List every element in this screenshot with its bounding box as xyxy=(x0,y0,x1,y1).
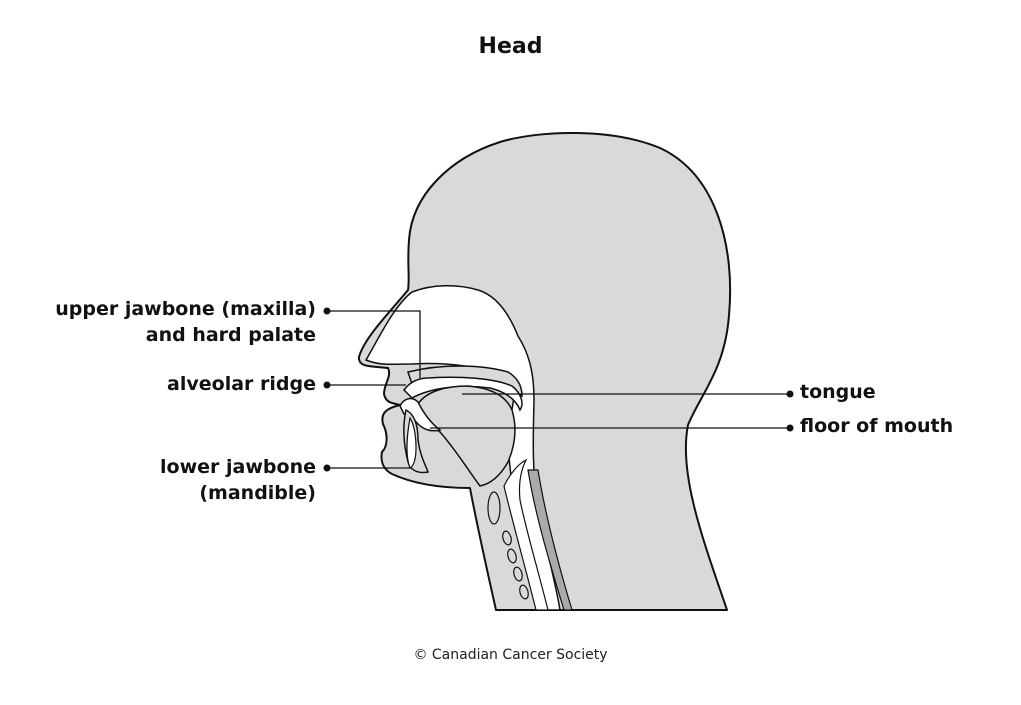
label-line: and hard palate xyxy=(145,324,316,346)
vertebra xyxy=(502,530,512,546)
copyright-credit: © Canadian Cancer Society xyxy=(413,647,608,663)
label-alveolar-ridge: alveolar ridge xyxy=(167,373,316,395)
label-tongue: tongue xyxy=(800,381,876,403)
leader-dots xyxy=(323,307,794,472)
vertebra xyxy=(519,584,529,600)
label-line: lower jawbone xyxy=(160,456,316,478)
diagram-title: Head xyxy=(478,34,543,59)
airway xyxy=(503,458,549,611)
leader-dot xyxy=(786,424,794,432)
vertebra xyxy=(487,491,501,525)
head-silhouette xyxy=(358,131,732,611)
label-lower-jawbone: lower jawbone (mandible) xyxy=(160,454,316,506)
leader-dot xyxy=(786,390,794,398)
leader-dot xyxy=(323,464,331,472)
label-floor-of-mouth: floor of mouth xyxy=(800,415,954,437)
vertebra xyxy=(513,566,523,582)
vertebra xyxy=(507,548,517,564)
leader-upper-jawbone xyxy=(327,310,421,378)
leader-dot xyxy=(323,307,331,315)
spinal-column xyxy=(527,469,573,611)
label-line: upper jawbone (maxilla) xyxy=(55,298,316,320)
label-upper-jawbone: upper jawbone (maxilla) and hard palate xyxy=(55,296,316,348)
tongue-shape xyxy=(417,385,516,487)
label-line: (mandible) xyxy=(199,482,316,504)
lower-teeth xyxy=(406,416,417,469)
leader-lines xyxy=(327,310,790,469)
leader-dot xyxy=(323,381,331,389)
